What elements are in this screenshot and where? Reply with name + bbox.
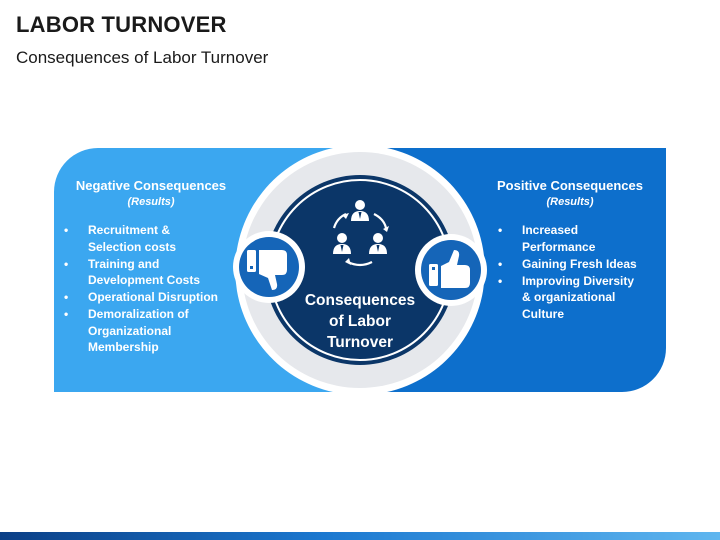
positive-heading: Positive Consequences (497, 178, 643, 193)
page-subtitle: Consequences of Labor Turnover (16, 48, 269, 67)
positive-consequences-text: Positive Consequences (Results) Increase… (490, 178, 650, 323)
center-label: Consequences of Labor Turnover (304, 292, 416, 351)
bottom-accent-bar (0, 532, 720, 540)
negative-subheading: (Results) (127, 196, 175, 208)
center-circle (265, 175, 455, 365)
negative-list: Recruitment &Selection costs Training an… (64, 222, 238, 356)
list-item: Operational Disruption (64, 289, 238, 306)
list-item: Demoralization ofOrganizationalMembershi… (64, 306, 238, 356)
positive-subheading: (Results) (546, 196, 594, 208)
negative-heading: Negative Consequences (75, 178, 227, 193)
negative-consequences-text: Negative Consequences (Results) Recruitm… (64, 178, 238, 356)
thumbs-up-icon (429, 250, 470, 288)
list-item: Gaining Fresh Ideas (498, 256, 650, 273)
people-cycle-icon (332, 200, 389, 267)
thumbs-down-icon (247, 250, 287, 290)
page-title: LABOR TURNOVER (16, 12, 227, 37)
list-item: Recruitment &Selection costs (64, 222, 238, 255)
list-item: Improving Diversity& organizationalCultu… (498, 273, 650, 323)
